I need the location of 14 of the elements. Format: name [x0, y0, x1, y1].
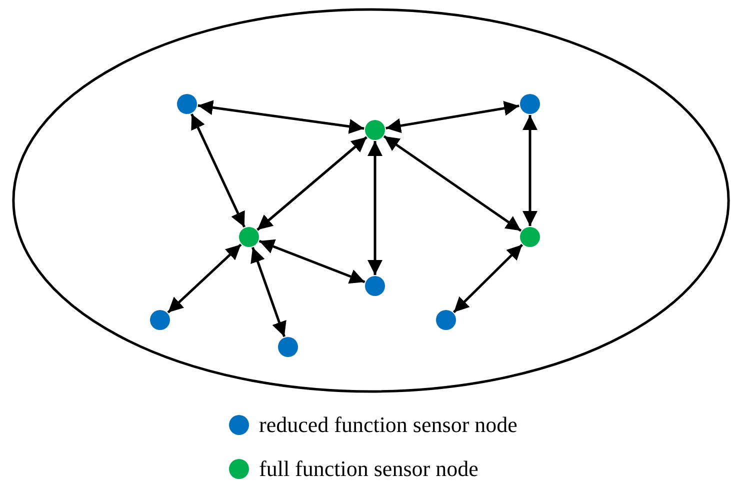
double-arrow — [383, 135, 522, 232]
legend-label: full function sensor node — [259, 456, 478, 482]
double-arrow — [386, 100, 520, 134]
double-arrow — [258, 239, 366, 284]
double-arrow — [198, 100, 364, 134]
double-arrow — [167, 244, 242, 314]
double-arrow — [452, 244, 524, 314]
double-arrow — [190, 113, 246, 228]
double-arrow — [522, 115, 538, 226]
double-arrow — [368, 141, 382, 275]
network-boundary-ellipse — [12, 8, 730, 393]
legend-label: reduced function sensor node — [259, 412, 518, 438]
double-arrow — [250, 246, 286, 338]
double-arrow — [256, 136, 368, 231]
